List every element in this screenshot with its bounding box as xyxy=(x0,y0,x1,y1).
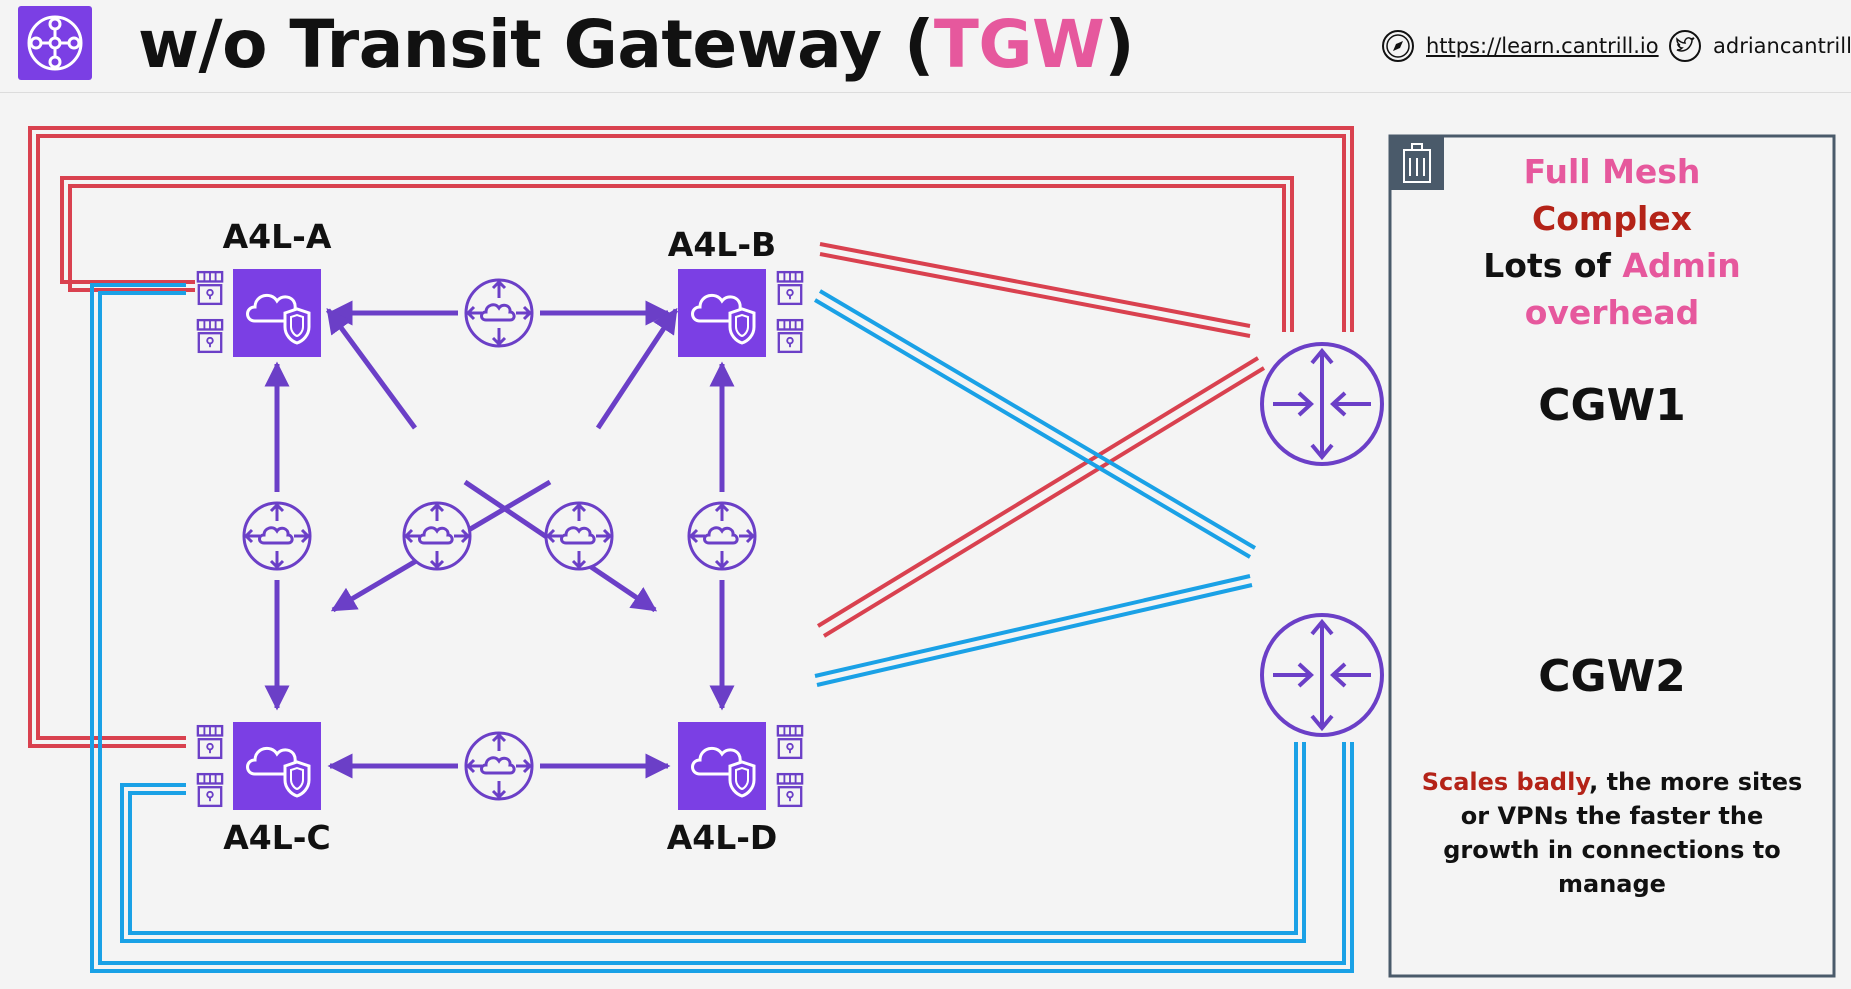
peering-bc-icon xyxy=(544,501,614,571)
cgw1-label: CGW1 xyxy=(1538,380,1686,431)
vpn-d-cgw1-line1 xyxy=(816,356,1260,628)
vpc-a-label: A4L-A xyxy=(223,217,332,256)
blue-vpn-tunnels xyxy=(90,283,1354,973)
panel-note-highlight: Scales badly xyxy=(1422,768,1592,796)
vpc-c-icon xyxy=(233,722,321,810)
title-suffix: ) xyxy=(1104,6,1135,83)
cgw1-router-icon xyxy=(1260,342,1384,466)
panel-line-admin: Lots of Admin xyxy=(1483,246,1740,285)
panel-note-line3: growth in connections to xyxy=(1443,836,1781,864)
peering-ad-icon xyxy=(402,501,472,571)
vpn-b-cgw2-line2 xyxy=(813,298,1252,559)
vpc-d-icon xyxy=(678,722,766,810)
website-link[interactable]: https://learn.cantrill.io xyxy=(1426,34,1659,58)
peering-ab-icon xyxy=(464,278,534,348)
panel-line-admin-prefix: Lots of xyxy=(1483,246,1622,285)
panel-note-line1-rest: , the more sites xyxy=(1589,768,1802,796)
vpn-b-cgw1-line1 xyxy=(819,242,1251,328)
compass-icon xyxy=(1382,30,1414,62)
panel-note-line1: Scales badly, the more sites xyxy=(1422,768,1803,796)
peer-ad-arrow-a xyxy=(325,307,418,430)
panel-line-overhead: overhead xyxy=(1525,293,1700,332)
vpn-b-cgw1-line2 xyxy=(819,252,1251,338)
vpn-a-cgw1-line2 xyxy=(68,184,1286,332)
panel-note-line2: or VPNs the faster the xyxy=(1461,802,1763,830)
vpn-d-cgw1-line2 xyxy=(822,366,1266,638)
header-bar: w/o Transit Gateway (TGW) https://learn.… xyxy=(0,0,1851,93)
vgw-b2-lock-icon xyxy=(776,318,804,354)
peering-cd-icon xyxy=(464,731,534,801)
vpc-b-icon xyxy=(678,269,766,357)
vpn-a-cgw2-line1 xyxy=(90,283,1354,973)
website-link-group[interactable]: https://learn.cantrill.io xyxy=(1380,28,1659,64)
vgw-d1-lock-icon xyxy=(776,724,804,760)
vpn-b-cgw2-line1 xyxy=(818,289,1257,550)
peering-arrows xyxy=(264,300,735,779)
vpc-a-icon xyxy=(233,269,321,357)
vpn-a-cgw2-line2 xyxy=(98,291,1346,965)
transit-gateway-icon xyxy=(18,6,92,80)
vpn-d-cgw2-line1 xyxy=(814,574,1251,678)
vpn-c-cgw2-line1 xyxy=(120,742,1306,943)
peering-ac-icon xyxy=(242,501,312,571)
cgw2-router-icon xyxy=(1260,613,1384,737)
vgw-c1-lock-icon xyxy=(196,724,224,760)
twitter-icon xyxy=(1669,30,1701,62)
vgw-a1-lock-icon xyxy=(196,270,224,306)
title-prefix: w/o Transit Gateway ( xyxy=(138,6,934,83)
vpc-d-label: A4L-D xyxy=(667,818,778,857)
vpn-a-cgw1-line1 xyxy=(60,176,1294,332)
vgw-c2-lock-icon xyxy=(196,772,224,808)
twitter-handle: adriancantrill xyxy=(1713,34,1851,58)
vpc-c-label: A4L-C xyxy=(223,818,330,857)
vpn-c-cgw2-line2 xyxy=(128,742,1298,935)
vpn-mesh-diagram: A4L-A A4L-B A4L-C A4L-D Full Mesh Comple… xyxy=(28,126,1836,978)
vpc-b-label: A4L-B xyxy=(668,225,776,264)
vpn-d-cgw2-line2 xyxy=(816,583,1253,687)
peer-bc-arrow-b xyxy=(595,307,679,430)
vgw-d2-lock-icon xyxy=(776,772,804,808)
vgw-a2-lock-icon xyxy=(196,318,224,354)
customer-premises-panel xyxy=(1388,134,1836,978)
peering-bd-icon xyxy=(687,501,757,571)
vpn-c-cgw1-line2 xyxy=(36,134,1346,740)
vgw-b1-lock-icon xyxy=(776,270,804,306)
twitter-link-group[interactable]: adriancantrill xyxy=(1667,28,1851,64)
panel-line-full-mesh: Full Mesh xyxy=(1524,152,1701,191)
panel-line-admin-accent: Admin xyxy=(1622,246,1740,285)
title-accent: TGW xyxy=(933,6,1105,83)
vpn-c-cgw1-line1 xyxy=(28,126,1354,748)
red-vpn-tunnels xyxy=(28,126,1354,748)
panel-note-line4: manage xyxy=(1558,870,1666,898)
panel-line-complex: Complex xyxy=(1532,199,1692,238)
page-title: w/o Transit Gateway (TGW) xyxy=(138,6,1135,83)
corporate-data-center-icon xyxy=(1390,136,1444,190)
cgw2-label: CGW2 xyxy=(1538,651,1686,702)
